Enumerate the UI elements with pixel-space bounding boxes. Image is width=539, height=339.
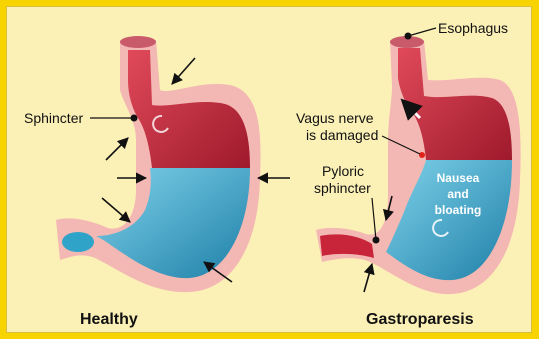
arrow-left-lower xyxy=(102,198,130,222)
pyloric-dot xyxy=(373,237,380,244)
arrow-left-upper xyxy=(106,138,128,160)
pyloric-label-line1: Pyloric xyxy=(322,163,364,179)
sphincter-dot xyxy=(131,115,138,122)
esophagus-label: Esophagus xyxy=(438,20,508,36)
nausea-label-line2: and xyxy=(447,187,468,201)
sphincter-label: Sphincter xyxy=(24,110,83,126)
nausea-label-line1: Nausea xyxy=(437,171,480,185)
esophagus-leader xyxy=(408,28,436,36)
esophagus-dot xyxy=(405,33,412,40)
healthy-duodenum-blue xyxy=(62,232,94,252)
nausea-label-line3: bloating xyxy=(435,203,482,217)
healthy-title: Healthy xyxy=(80,311,138,328)
vagus-label-line2: is damaged xyxy=(306,127,378,143)
arrow-top-right xyxy=(172,58,195,84)
pyloric-leader xyxy=(372,198,376,240)
arrow-lower-up xyxy=(364,264,372,292)
pyloric-label-line2: sphincter xyxy=(314,180,371,196)
healthy-stomach xyxy=(56,36,261,292)
healthy-esophagus-opening xyxy=(120,36,156,48)
gastroparesis-title: Gastroparesis xyxy=(366,311,474,328)
damaged-nerve-dot xyxy=(419,152,425,158)
vagus-label-line1: Vagus nerve xyxy=(296,110,374,126)
